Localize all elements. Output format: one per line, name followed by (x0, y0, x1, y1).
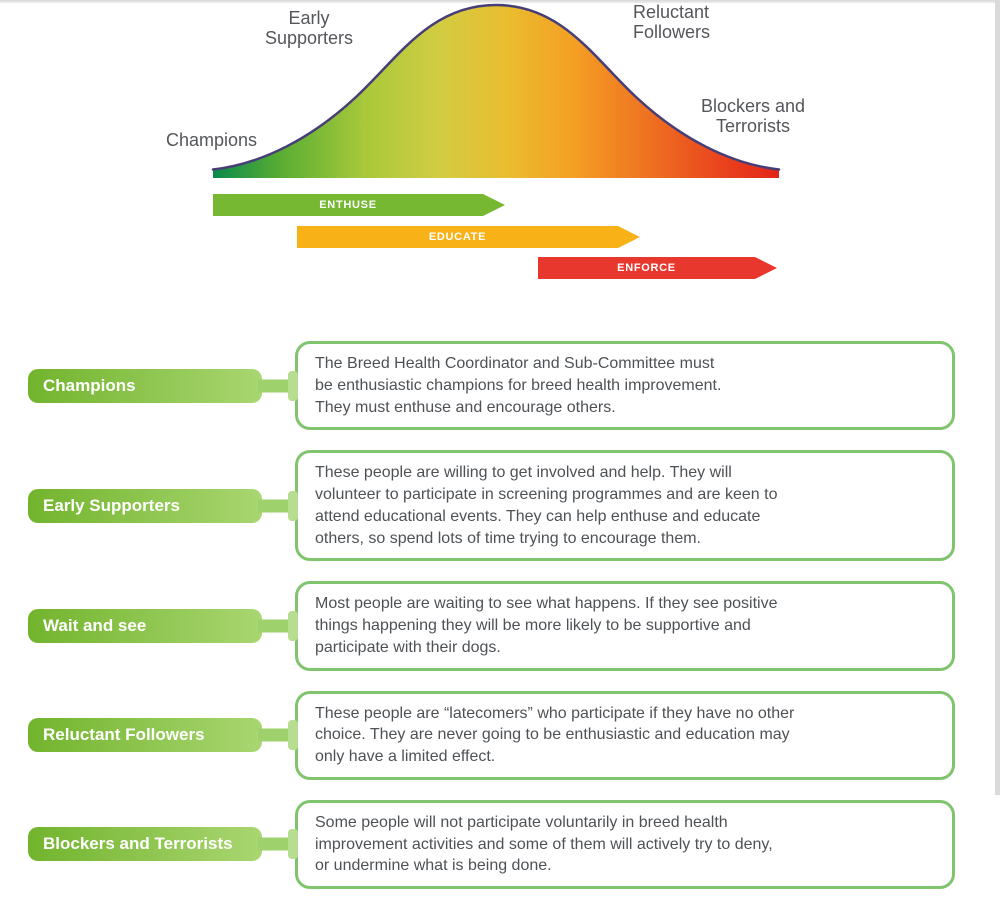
label-cell: Reluctant Followers (0, 691, 298, 780)
bell-curve-fill (213, 5, 779, 178)
curve-label-champions: Champions (166, 130, 258, 150)
row-blockers-terrorists: Blockers and Terrorists Some people will… (0, 799, 1000, 889)
category-tab-wait-and-see: Wait and see (28, 608, 262, 643)
category-tab-label: Champions (43, 375, 136, 395)
curve-label-reluctant-followers: Reluctant Followers (633, 2, 711, 43)
description-text: The Breed Health Coordinator and Sub-Com… (315, 355, 722, 416)
connector-knob (288, 829, 298, 860)
label-cell: Champions (0, 341, 298, 430)
connector-knob (288, 370, 298, 401)
description-text: Most people are waiting to see what happ… (315, 595, 778, 656)
enthuse-arrow-label: ENTHUSE (319, 199, 377, 211)
category-tab-label: Blockers and Terrorists (43, 834, 233, 854)
row-early-supporters: Early Supporters These people are willin… (0, 450, 1000, 562)
label-cell: Wait and see (0, 581, 298, 670)
description-text: These people are “latecomers” who partic… (315, 704, 795, 766)
connector-neck (258, 619, 292, 633)
enforce-arrow: ENFORCE (538, 257, 777, 279)
educate-arrow: EDUCATE (297, 226, 640, 248)
row-champions: Champions The Breed Health Coordinator a… (0, 341, 1000, 431)
connector-knob (288, 490, 298, 521)
bell-curve-svg (211, 3, 781, 178)
row-reluctant-followers: Reluctant Followers These people are “la… (0, 690, 1000, 780)
description-box-blockers-terrorists: Some people will not participate volunta… (295, 799, 955, 889)
enthuse-arrow: ENTHUSE (213, 194, 505, 216)
connector-knob (288, 720, 298, 751)
label-cell: Early Supporters (0, 450, 298, 561)
description-text: Some people will not participate volunta… (315, 813, 773, 875)
bell-curve-outline (211, 3, 781, 171)
enforce-arrow-label: ENFORCE (617, 262, 676, 274)
educate-arrow-label: EDUCATE (428, 231, 487, 243)
category-tab-label: Early Supporters (43, 495, 180, 515)
row-wait-and-see: Wait and see Most people are waiting to … (0, 581, 1000, 671)
description-box-reluctant-followers: These people are “latecomers” who partic… (295, 690, 955, 780)
label-cell: Blockers and Terrorists (0, 800, 298, 889)
connector-neck (258, 499, 292, 513)
bell-curve-diagram: Champions Early Supporters Reluctant Fol… (0, 0, 1000, 300)
legend-rows: Champions The Breed Health Coordinator a… (0, 341, 1000, 909)
description-text: These people are willing to get involved… (315, 464, 778, 547)
category-tab-early-supporters: Early Supporters (28, 488, 262, 523)
connector-knob (288, 610, 298, 641)
category-tab-label: Wait and see (43, 615, 147, 635)
category-tab-reluctant-followers: Reluctant Followers (28, 718, 262, 753)
curve-label-early-supporters: Early Supporters (264, 8, 354, 49)
connector-neck (258, 837, 292, 851)
connector-neck (258, 728, 292, 742)
category-tab-label: Reluctant Followers (43, 725, 205, 745)
description-box-early-supporters: These people are willing to get involved… (295, 450, 955, 562)
connector-neck (258, 379, 292, 393)
curve-label-blockers-terrorists: Blockers and Terrorists (700, 96, 806, 137)
page-top-edge (0, 0, 1000, 3)
category-tab-blockers-terrorists: Blockers and Terrorists (28, 827, 262, 862)
description-box-wait-and-see: Most people are waiting to see what happ… (295, 581, 955, 671)
page-right-edge (995, 0, 1000, 795)
category-tab-champions: Champions (28, 368, 262, 403)
description-box-champions: The Breed Health Coordinator and Sub-Com… (295, 341, 955, 431)
